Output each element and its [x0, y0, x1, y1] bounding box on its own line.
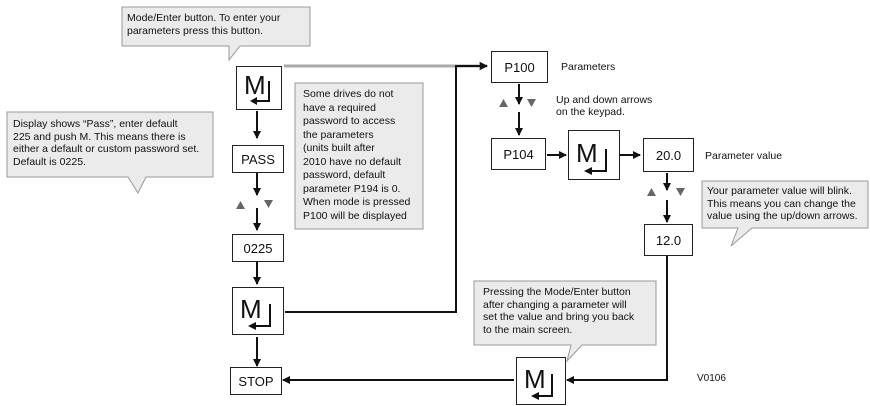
enter-icon: [584, 149, 607, 175]
label-parameter-value: Parameter value: [705, 150, 783, 162]
label-parameters: Parameters: [561, 61, 616, 73]
mode-button-letter: M: [524, 364, 546, 394]
label-up-down-arrows: Up and down arrows on the keypad.: [556, 94, 653, 118]
callout-blink-bubble: [701, 180, 869, 247]
callout-blink-text: Your parameter value will blink. This me…: [707, 185, 858, 222]
arrow-12-to-m: [566, 256, 668, 384]
display-p100: P100: [491, 51, 548, 83]
updown-arrows-left: [236, 200, 273, 209]
callout-mode-bubble: [121, 6, 311, 62]
callout-mode-text: Mode/Enter button. To enter your paramet…: [127, 12, 281, 37]
mode-button-letter: M: [240, 294, 262, 324]
mode-enter-button-bottom[interactable]: M: [516, 357, 566, 405]
display-stop: STOP: [230, 367, 282, 395]
mode-button-letter: M: [244, 70, 266, 100]
mode-enter-button-top[interactable]: M: [236, 66, 282, 110]
callout-pressing-bubble: [473, 280, 657, 363]
callout-drives-bubble: [294, 82, 424, 230]
updown-arrows-right-top: [499, 99, 536, 107]
mode-button-letter: M: [576, 138, 598, 168]
version-label: V0106: [697, 373, 726, 384]
mode-enter-button-middle[interactable]: M: [232, 287, 284, 335]
enter-icon: [248, 304, 271, 330]
callout-pass-text: Display shows “Pass”, enter default 225 …: [13, 118, 200, 168]
callout-pressing-text: Pressing the Mode/Enter button after cha…: [483, 286, 635, 336]
enter-icon: [250, 81, 270, 105]
callout-drives-text: Some drives do not have a required passw…: [303, 88, 411, 222]
updown-arrows-right-mid: [647, 188, 685, 196]
display-0225: 0225: [232, 234, 284, 262]
display-pass: PASS: [232, 145, 284, 173]
enter-icon: [531, 374, 553, 400]
display-p104: P104: [491, 138, 546, 170]
arrow-m-to-p100: [285, 62, 488, 313]
display-value-20: 20.0: [643, 138, 694, 172]
callout-pass-bubble: [6, 111, 214, 195]
display-value-12: 12.0: [644, 224, 693, 256]
mode-enter-button-right[interactable]: M: [568, 130, 620, 180]
